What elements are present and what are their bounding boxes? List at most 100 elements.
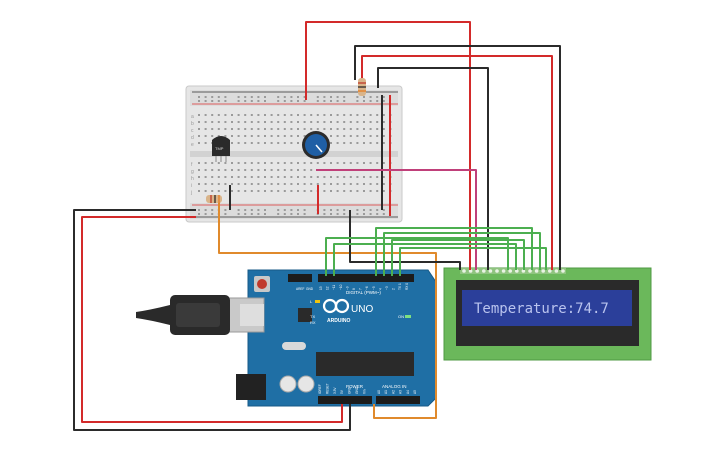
pin-label: ~3 xyxy=(385,286,389,290)
breadboard-hole xyxy=(283,183,286,185)
rail-hole xyxy=(356,96,359,98)
breadboard-hole xyxy=(290,169,293,171)
tmp-sensor[interactable]: TMP xyxy=(212,136,230,162)
breadboard-hole xyxy=(303,135,306,137)
breadboard-hole xyxy=(310,169,313,171)
breadboard-hole xyxy=(310,176,313,178)
rail-hole xyxy=(303,213,306,215)
breadboard-hole xyxy=(303,190,306,192)
rail-hole xyxy=(277,100,280,102)
rail-hole xyxy=(198,100,200,102)
breadboard-hole xyxy=(382,183,385,185)
breadboard-hole xyxy=(231,176,233,178)
rail-hole xyxy=(244,213,247,215)
breadboard-hole xyxy=(270,142,273,144)
pin-label: ~5 xyxy=(372,286,376,290)
breadboard-hole xyxy=(330,114,332,116)
breadboard-hole xyxy=(277,169,280,171)
rail-hole xyxy=(343,96,346,98)
digital-header xyxy=(318,274,414,282)
breadboard-hole xyxy=(369,135,372,137)
breadboard-hole xyxy=(330,128,332,130)
analog-label: ANALOG IN xyxy=(382,384,407,389)
breadboard-hole xyxy=(376,162,379,164)
rail-hole xyxy=(323,96,326,98)
breadboard-hole xyxy=(211,114,214,116)
resistor-left xyxy=(206,195,222,203)
lcd-pin xyxy=(515,269,519,273)
breadboard-hole xyxy=(277,142,280,144)
breadboard-hole xyxy=(250,162,253,164)
pin-label: GND xyxy=(348,386,352,394)
breadboard-hole xyxy=(217,128,220,130)
rail-hole xyxy=(198,209,200,211)
breadboard-hole xyxy=(316,128,319,130)
arduino-uno-board[interactable]: ARDUINO UNO DIGITAL (PWM~) POWER ANALOG … xyxy=(136,269,437,407)
rail-hole xyxy=(237,100,240,102)
breadboard-hole xyxy=(237,162,240,164)
breadboard[interactable]: a b c d e f g h i j xyxy=(185,85,403,223)
breadboard-hole xyxy=(363,190,365,192)
breadboard-hole xyxy=(290,142,293,144)
breadboard-hole xyxy=(250,142,253,144)
breadboard-hole xyxy=(224,176,227,178)
breadboard-hole xyxy=(369,142,372,144)
pin-label: A0 xyxy=(377,390,381,394)
wire-black-down xyxy=(349,210,461,270)
breadboard-hole xyxy=(369,121,372,123)
rail-hole xyxy=(237,209,240,211)
potentiometer[interactable] xyxy=(302,131,330,159)
breadboard-hole xyxy=(264,162,266,164)
rail-hole xyxy=(224,209,227,211)
breadboard-hole xyxy=(343,135,346,137)
rail-hole xyxy=(363,96,365,98)
breadboard-hole xyxy=(244,162,247,164)
breadboard-hole xyxy=(237,128,240,130)
row-letter: f xyxy=(191,162,193,168)
breadboard-hole xyxy=(356,162,359,164)
breadboard-hole xyxy=(270,128,273,130)
breadboard-hole xyxy=(211,128,214,130)
rail-hole xyxy=(343,209,346,211)
breadboard-hole xyxy=(290,162,293,164)
breadboard-hole xyxy=(204,190,207,192)
breadboard-hole xyxy=(217,169,220,171)
wire-green-2 xyxy=(333,243,517,276)
pin-label: A4 xyxy=(406,390,410,394)
breadboard-hole xyxy=(376,114,379,116)
l-led xyxy=(315,300,320,303)
breadboard-hole xyxy=(217,135,220,137)
rail-hole xyxy=(303,96,306,98)
breadboard-hole xyxy=(277,114,280,116)
breadboard-hole xyxy=(264,169,266,171)
breadboard-hole xyxy=(330,121,332,123)
breadboard-hole xyxy=(349,121,352,123)
breadboard-hole xyxy=(277,128,280,130)
pin-label: 7 xyxy=(359,288,363,290)
breadboard-hole xyxy=(356,114,359,116)
breadboard-hole xyxy=(264,190,266,192)
breadboard-hole xyxy=(376,128,379,130)
wire-black-top xyxy=(354,45,561,270)
breadboard-hole xyxy=(257,162,260,164)
lcd-display[interactable]: Temperature:74.7 xyxy=(443,267,652,361)
breadboard-hole xyxy=(323,114,326,116)
breadboard-hole xyxy=(336,128,339,130)
rail-hole xyxy=(297,96,299,98)
aref-label: AREF xyxy=(296,287,305,291)
rail-hole xyxy=(316,100,319,102)
breadboard-hole xyxy=(244,176,247,178)
breadboard-hole xyxy=(204,142,207,144)
breadboard-hole xyxy=(382,190,385,192)
breadboard-hole xyxy=(257,114,260,116)
lcd-pin xyxy=(534,269,539,273)
breadboard-hole xyxy=(244,183,247,185)
rail-hole xyxy=(290,96,293,98)
rail-hole xyxy=(224,96,227,98)
capacitor xyxy=(297,375,315,393)
breadboard-hole xyxy=(231,114,233,116)
usb-cable xyxy=(136,295,230,335)
breadboard-hole xyxy=(369,162,372,164)
